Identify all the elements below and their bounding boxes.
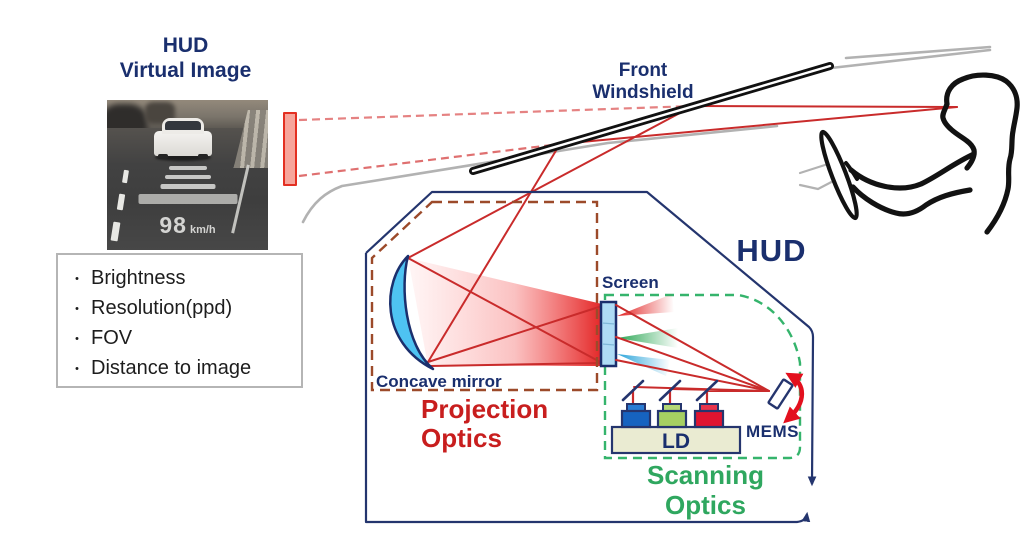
ld-module — [610, 403, 742, 455]
hud-distance-bar — [164, 175, 211, 179]
hud-box — [364, 190, 817, 524]
scanning-optics-box — [603, 293, 802, 460]
hud-distance-bar — [168, 166, 207, 170]
hud-distance-bar — [160, 184, 215, 189]
speed-value: 98 — [159, 212, 187, 238]
combiner-mirrors — [621, 379, 719, 402]
virtual-image-plane — [283, 112, 297, 186]
virtual-image-sight-lines — [298, 104, 694, 178]
concave-mirror-shape — [389, 254, 435, 371]
front-windshield-label: Front Windshield — [592, 60, 694, 103]
feature-item: ・ Resolution(ppd) — [70, 297, 233, 319]
feature-item: ・ FOV — [70, 327, 133, 349]
windshield-line — [469, 62, 834, 175]
driver-silhouette — [819, 72, 1020, 235]
speed-unit: km/h — [189, 224, 216, 236]
concave-mirror-label: Concave mirror — [376, 372, 502, 391]
features-box: ・ Brightness ・ Resolution(ppd) ・ FOV ・ D… — [56, 253, 303, 388]
virtual-image-title: HUD Virtual Image — [119, 34, 252, 82]
screen-label: Screen — [602, 273, 659, 292]
car-body-outline — [301, 45, 992, 224]
feature-item: ・ Distance to image — [70, 357, 252, 379]
mems-mirror-shape — [767, 372, 805, 424]
mems-label: MEMS — [746, 422, 799, 441]
laser-combiner-rays — [631, 386, 770, 406]
mems-rotation-arrow — [783, 372, 805, 424]
ld-label: LD — [662, 430, 690, 453]
projection-optics-box — [370, 200, 599, 392]
lead-car — [154, 118, 212, 161]
hud-label: HUD — [736, 233, 807, 268]
screen-shape — [599, 300, 618, 368]
scanning-optics-label: Scanning Optics — [646, 460, 764, 520]
mems-to-screen-rays — [615, 304, 770, 392]
light-rays — [407, 105, 958, 367]
hud-distance-bar — [138, 194, 237, 204]
projection-optics-label: Projection Optics — [421, 394, 549, 453]
feature-item: ・ Brightness — [70, 267, 186, 289]
steering-wheel — [819, 129, 859, 221]
